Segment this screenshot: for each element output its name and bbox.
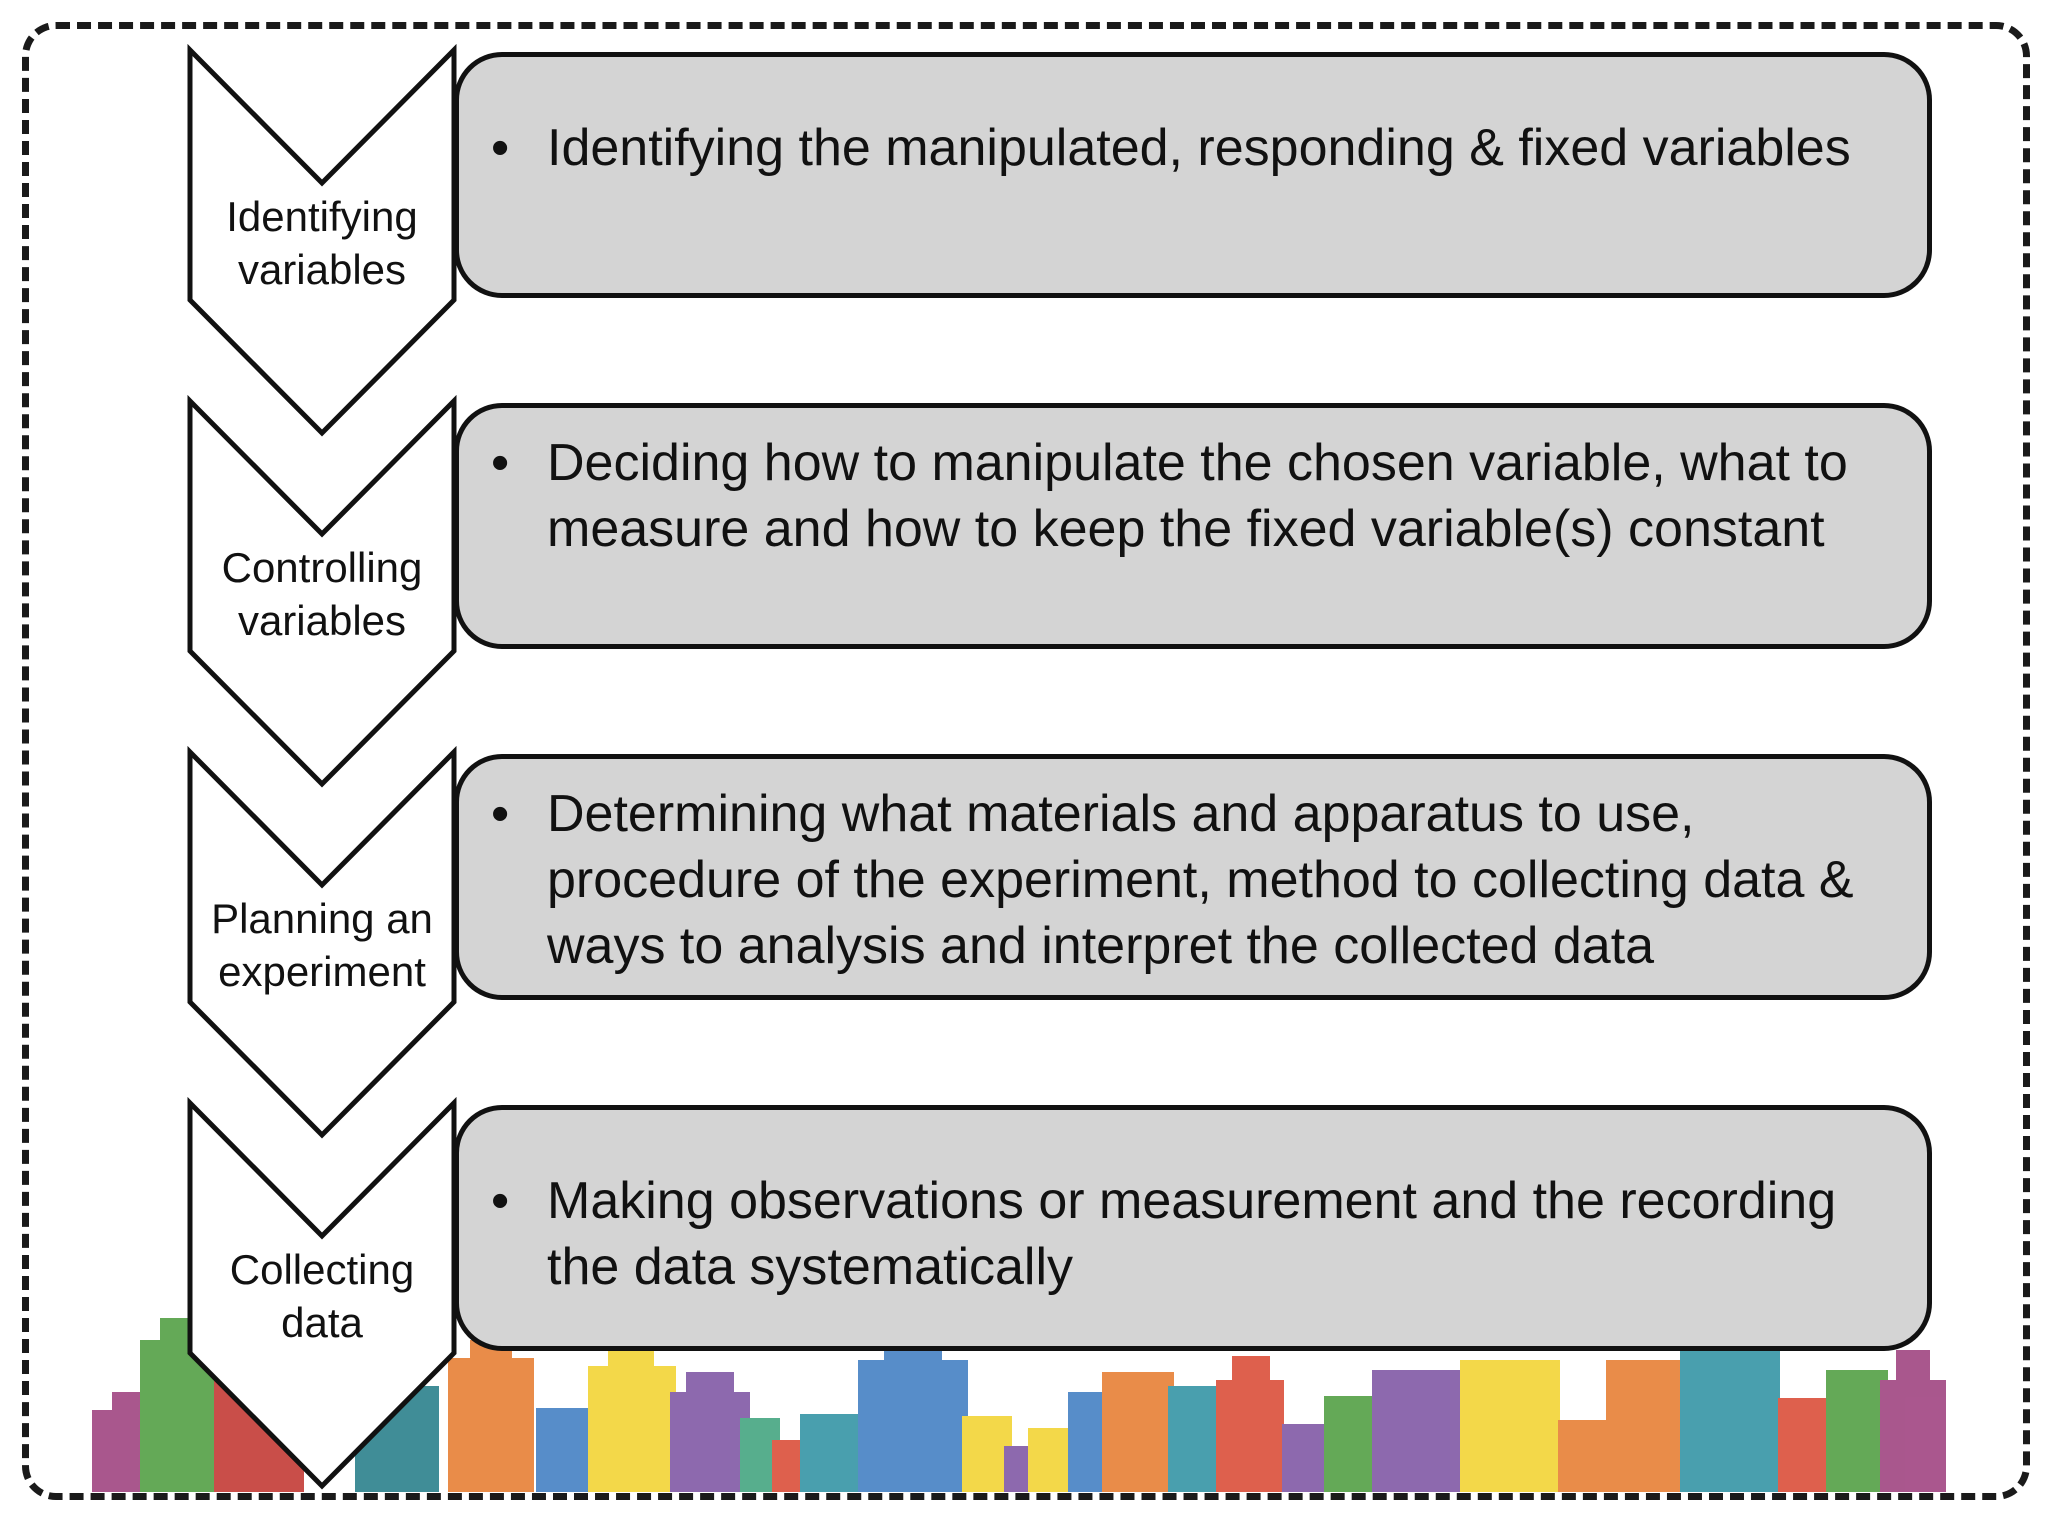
step-description-box: Determining what materials and apparatus… xyxy=(454,754,1932,1000)
bottle xyxy=(1778,1398,1834,1492)
bottle xyxy=(1372,1370,1470,1492)
bottle xyxy=(1606,1360,1690,1492)
bottle xyxy=(608,1346,654,1368)
step-label-identifying-variables: Identifying variables xyxy=(226,193,418,293)
step-description: Making observations or measurement and t… xyxy=(491,1168,1907,1300)
bottle xyxy=(858,1360,968,1492)
chevron-shape xyxy=(187,43,457,437)
bottle xyxy=(588,1366,676,1492)
chevron-shape xyxy=(187,1096,457,1490)
bottle xyxy=(1232,1356,1270,1384)
step-description: Deciding how to manipulate the chosen va… xyxy=(491,430,1907,562)
chevron-shape xyxy=(187,745,457,1139)
bottle xyxy=(1282,1424,1330,1492)
bottle xyxy=(536,1408,598,1492)
bottle xyxy=(1880,1380,1946,1492)
step-description: Identifying the manipulated, responding … xyxy=(491,115,1907,181)
bottle xyxy=(448,1358,534,1492)
step-description: Determining what materials and apparatus… xyxy=(491,781,1907,979)
bottle xyxy=(1826,1370,1888,1492)
bottle xyxy=(1216,1380,1284,1492)
step-label-controlling-variables: Controlling variables xyxy=(221,544,423,644)
bottle xyxy=(1680,1340,1780,1492)
bottle xyxy=(670,1392,750,1492)
bottle xyxy=(962,1416,1012,1492)
step-label-planning-an-experiment: Planning an experiment xyxy=(211,895,433,995)
bottle xyxy=(1102,1372,1174,1492)
chevron-shape xyxy=(187,394,457,788)
step-description-box: Making observations or measurement and t… xyxy=(454,1105,1932,1351)
step-label-collecting-data: Collecting data xyxy=(229,1246,415,1346)
bottle xyxy=(1460,1360,1560,1492)
step-description-box: Identifying the manipulated, responding … xyxy=(454,52,1932,298)
step-description-box: Deciding how to manipulate the chosen va… xyxy=(454,403,1932,649)
bottle xyxy=(686,1372,734,1394)
dashed-frame xyxy=(22,22,2030,1500)
bottle xyxy=(1896,1350,1930,1382)
bottle xyxy=(1558,1420,1614,1492)
bottle xyxy=(800,1414,860,1492)
